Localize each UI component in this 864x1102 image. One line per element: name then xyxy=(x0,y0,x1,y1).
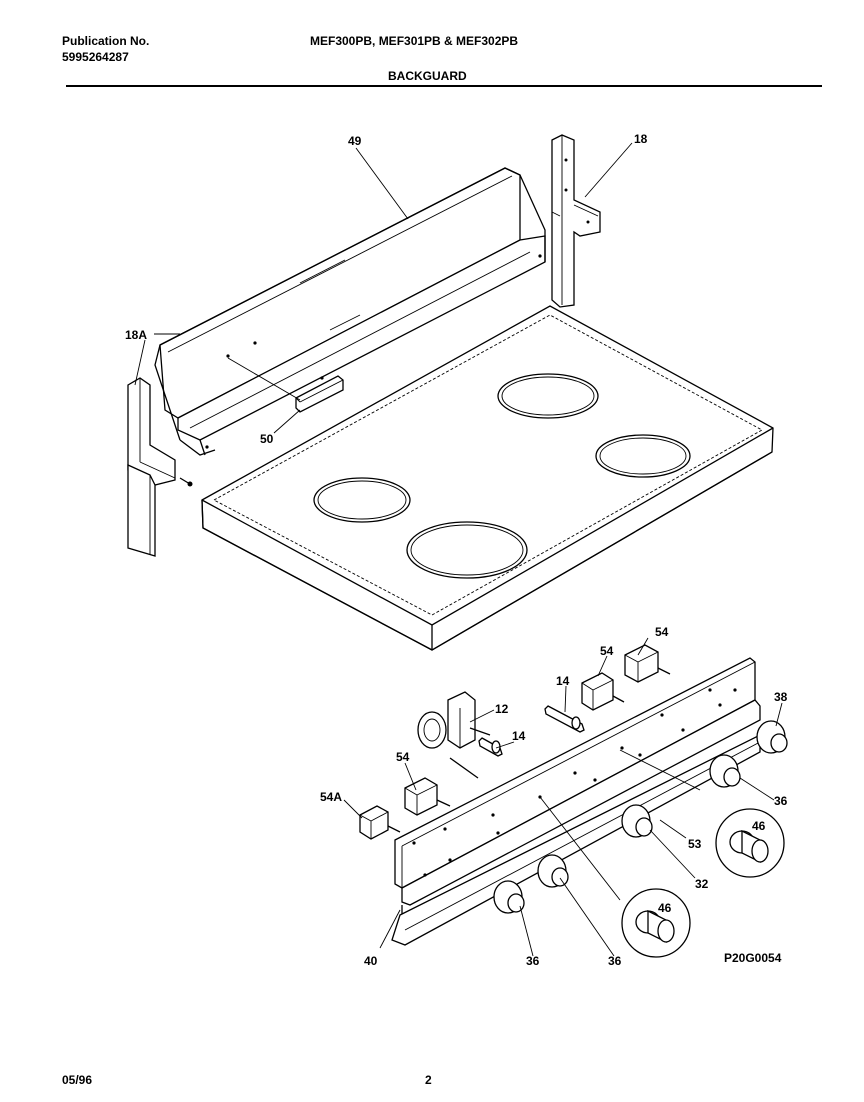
callout-54a: 54A xyxy=(320,790,342,804)
footer-date: 05/96 xyxy=(62,1073,93,1087)
callout-54-top: 54 xyxy=(655,625,669,639)
footer-page-number: 2 xyxy=(425,1073,432,1087)
publication-label: Publication No. xyxy=(62,34,150,48)
callout-40: 40 xyxy=(364,954,378,968)
leader-lines xyxy=(134,142,783,957)
bracket-50 xyxy=(295,375,344,413)
control-panel-40 xyxy=(391,657,761,946)
callout-18: 18 xyxy=(634,132,648,146)
callout-54-left: 54 xyxy=(396,750,410,764)
end-trim-18a xyxy=(127,377,193,557)
control-knobs-36 xyxy=(493,720,788,914)
publication-number: 5995264287 xyxy=(62,50,129,64)
callout-14-mid: 14 xyxy=(512,729,526,743)
callout-49: 49 xyxy=(348,134,362,148)
callout-18a: 18A xyxy=(125,328,147,342)
backguard-panel-49 xyxy=(154,167,546,456)
end-trim-18 xyxy=(551,134,601,308)
cooktop-glass xyxy=(201,305,774,651)
callout-32: 32 xyxy=(695,877,709,891)
infinite-switches-54 xyxy=(359,644,671,840)
knob-detail-46-bottom xyxy=(621,888,691,958)
callout-46-bottom: 46 xyxy=(658,901,672,915)
callout-46-right: 46 xyxy=(752,819,766,833)
switch-12 xyxy=(417,691,491,779)
callout-54-mid: 54 xyxy=(600,644,614,658)
callout-36-right: 36 xyxy=(774,794,788,808)
header-rule xyxy=(66,85,822,87)
model-numbers: MEF300PB, MEF301PB & MEF302PB xyxy=(310,34,519,48)
callout-12: 12 xyxy=(495,702,509,716)
callout-50: 50 xyxy=(260,432,274,446)
callout-53: 53 xyxy=(688,837,702,851)
callout-36-bottom-1: 36 xyxy=(526,954,540,968)
callout-labels: 49 18 18A 50 54 54 14 12 14 54 54A 38 46… xyxy=(125,132,788,968)
callout-14-top: 14 xyxy=(556,674,570,688)
callout-38: 38 xyxy=(774,690,788,704)
diagram-code: P20G0054 xyxy=(724,951,782,965)
knob-detail-46-right xyxy=(715,808,785,878)
callout-36-bottom-2: 36 xyxy=(608,954,622,968)
section-title: BACKGUARD xyxy=(388,69,467,83)
